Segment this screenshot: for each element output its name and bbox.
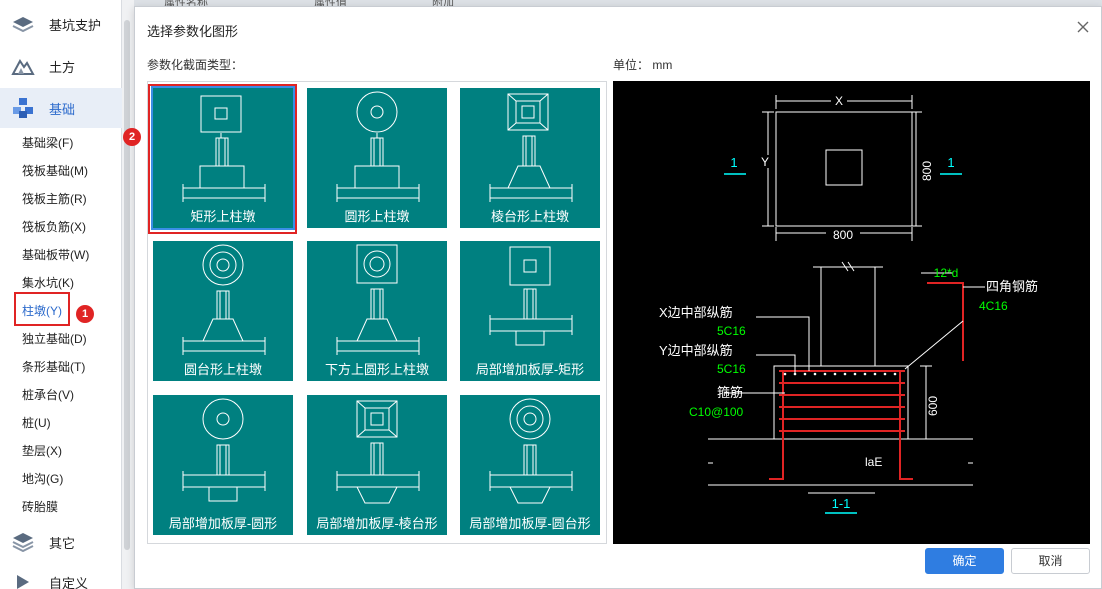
- preview-lae: laE: [865, 455, 882, 469]
- preview-x-mid-rebar-label: X边中部纵筋: [659, 305, 733, 320]
- preview-corner-rebar-label: 四角钢筋: [986, 279, 1038, 294]
- unit-label: 单位： mm: [613, 58, 673, 72]
- cancel-button[interactable]: 取消: [1011, 548, 1090, 574]
- tile-caption: 圆台形上柱墩: [183, 362, 262, 377]
- sidebar-item-cushion[interactable]: 垫层(X): [22, 444, 62, 458]
- sidebar-item-raft-main-rebar[interactable]: 筏板主筋(R): [22, 192, 87, 206]
- tile-caption: 局部增加板厚-圆台形: [469, 516, 591, 531]
- custom-icon: [10, 571, 36, 589]
- circle-pier-shape-icon: [336, 91, 420, 202]
- preview-dim-600: 600: [926, 396, 940, 416]
- local-thicken-rect-shape-icon: [489, 246, 573, 346]
- earthwork-icon: [10, 55, 36, 77]
- shape-tile-frustum-pier[interactable]: 棱台形上柱墩: [460, 88, 600, 228]
- sidebar-item-column-pier[interactable]: 柱墩(Y): [22, 304, 62, 318]
- sidebar-scroll-thumb[interactable]: [124, 20, 130, 550]
- square-bottom-round-top-shape-icon: [336, 244, 420, 355]
- tile-caption: 局部增加板厚-棱台形: [316, 516, 438, 531]
- close-icon[interactable]: [1075, 19, 1091, 35]
- local-thicken-circle-shape-icon: [182, 398, 266, 502]
- tile-caption: 圆形上柱墩: [344, 209, 410, 224]
- local-thicken-frustum-shape-icon: [336, 400, 420, 504]
- shape-grid: 矩形上柱墩 圆形上柱墩: [147, 81, 607, 544]
- shape-tile-rect-pier[interactable]: 矩形上柱墩: [151, 86, 295, 230]
- preview-corner-rebar-value: 4C16: [979, 299, 1008, 313]
- background-col2: 属性值: [314, 0, 347, 9]
- preview-y-label: Y: [761, 155, 769, 169]
- tile-caption: 下方上圆形上柱墩: [324, 362, 429, 377]
- foundation-icon: [10, 97, 36, 119]
- preview-section-mark-right: 1: [947, 155, 954, 170]
- shape-preview-canvas: X Y 800 800 1 1: [613, 81, 1090, 544]
- sidebar-item-pile-cap[interactable]: 桩承台(V): [22, 388, 74, 402]
- sidebar-category-custom[interactable]: 自定义: [0, 562, 122, 589]
- sidebar-item-foundation-beam[interactable]: 基础梁(F): [22, 136, 74, 150]
- annotation-badge-2: 2: [123, 128, 141, 146]
- select-parametric-shape-dialog: 选择参数化图形 参数化截面类型： 单位： mm 矩形上柱墩: [123, 6, 1102, 589]
- background-col3: 附加: [432, 0, 454, 9]
- sidebar-item-foundation-strip[interactable]: 基础板带(W): [22, 248, 90, 262]
- shape-tile-cone-frustum-pier[interactable]: 圆台形上柱墩: [153, 241, 293, 381]
- sidebar-category-foundation[interactable]: 基础: [0, 88, 122, 128]
- section-type-label: 参数化截面类型：: [147, 58, 244, 72]
- shape-tile-local-thicken-frustum[interactable]: 局部增加板厚-棱台形: [307, 395, 447, 535]
- preview-section-mark-left: 1: [730, 155, 737, 170]
- sidebar-item-strip-footing[interactable]: 条形基础(T): [22, 360, 86, 374]
- sidebar-category-earthwork[interactable]: 土方: [0, 46, 122, 86]
- sidebar-category-pit-support[interactable]: 基坑支护: [0, 4, 122, 44]
- preview-anchor-12d: 12*d: [934, 266, 959, 280]
- annotation-highlight-column-pier: [14, 292, 70, 326]
- shape-tile-local-thicken-cone-frustum[interactable]: 局部增加板厚-圆台形: [460, 395, 600, 535]
- shape-tile-circle-pier[interactable]: 圆形上柱墩: [307, 88, 447, 228]
- tile-caption: 局部增加板厚-矩形: [475, 362, 585, 377]
- other-icon: [10, 531, 36, 553]
- tile-caption: 矩形上柱墩: [190, 209, 256, 224]
- tile-caption: 棱台形上柱墩: [490, 209, 569, 224]
- sidebar-category-label: 自定义: [49, 575, 89, 589]
- preview-dim-800-horizontal: 800: [833, 228, 853, 242]
- sidebar-category-label: 基础: [49, 101, 76, 117]
- rect-pier-shape-icon: [182, 95, 266, 202]
- preview-stirrup-value: C10@100: [689, 405, 744, 419]
- preview-drawing: X Y 800 800 1 1: [659, 94, 1038, 514]
- background-col1: 属性名称: [164, 0, 208, 9]
- sidebar-category-label: 土方: [49, 59, 76, 75]
- sidebar-item-isolated-footing[interactable]: 独立基础(D): [22, 332, 87, 346]
- cone-frustum-pier-shape-icon: [182, 244, 266, 355]
- shape-tile-square-bottom-round-top-pier[interactable]: 下方上圆形上柱墩: [307, 241, 447, 381]
- preview-stirrup-label: 箍筋: [717, 385, 743, 400]
- sidebar-category-other[interactable]: 其它: [0, 522, 122, 562]
- preview-x-label: X: [835, 94, 843, 108]
- pit-support-icon: [10, 13, 36, 35]
- ok-button[interactable]: 确定: [925, 548, 1004, 574]
- sidebar-item-brick-mould[interactable]: 砖胎膜: [22, 500, 59, 514]
- shape-tile-local-thicken-circle[interactable]: 局部增加板厚-圆形: [153, 395, 293, 535]
- sidebar-category-label: 基坑支护: [49, 17, 102, 33]
- sidebar-item-raft-negative-rebar[interactable]: 筏板负筋(X): [22, 220, 86, 234]
- preview-section-title: 1-1: [832, 496, 851, 511]
- sidebar-category-label: 其它: [49, 535, 76, 551]
- preview-dim-800-vertical: 800: [920, 161, 934, 181]
- frustum-pier-shape-icon: [489, 93, 573, 202]
- preview-y-mid-rebar-value: 5C16: [717, 362, 746, 376]
- sidebar-item-pile[interactable]: 桩(U): [22, 416, 51, 430]
- preview-y-mid-rebar-label: Y边中部纵筋: [659, 343, 733, 358]
- dialog-title: 选择参数化图形: [147, 24, 239, 39]
- local-thicken-cone-frustum-shape-icon: [489, 398, 573, 504]
- annotation-badge-1: 1: [76, 305, 94, 323]
- sidebar-item-raft-foundation[interactable]: 筏板基础(M): [22, 164, 88, 178]
- tile-caption: 局部增加板厚-圆形: [168, 516, 278, 531]
- sidebar-item-sump-pit[interactable]: 集水坑(K): [22, 276, 74, 290]
- shape-tile-local-thicken-rect[interactable]: 局部增加板厚-矩形: [460, 241, 600, 381]
- background-table-header: 属性名称 属性值 附加: [134, 0, 1102, 9]
- preview-x-mid-rebar-value: 5C16: [717, 324, 746, 338]
- sidebar: 基坑支护 土方 基础 基础梁(F) 筏板基础(M) 筏板主筋(R) 筏板负筋(X…: [0, 0, 122, 589]
- sidebar-item-trench[interactable]: 地沟(G): [22, 472, 64, 486]
